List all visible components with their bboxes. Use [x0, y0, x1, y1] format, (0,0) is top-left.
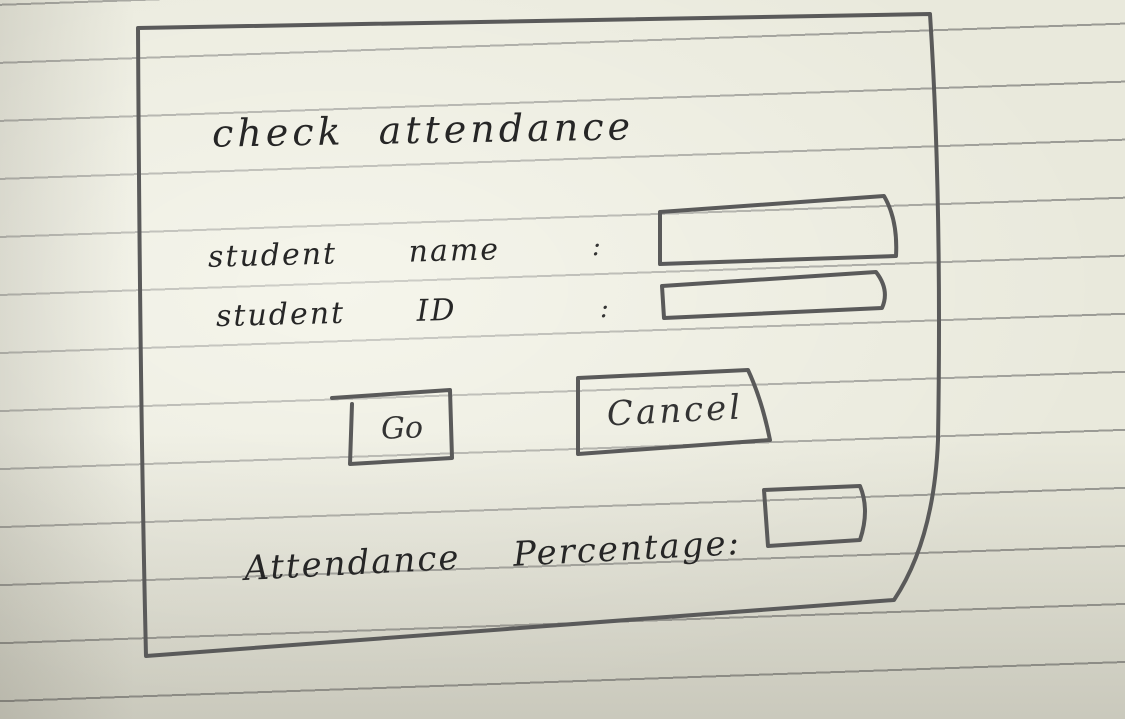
window-title: check attendance: [211, 104, 635, 156]
cancel-button[interactable]: Cancel: [578, 367, 772, 455]
student-id-label: student ID: [215, 292, 457, 335]
go-button-box: [330, 388, 454, 466]
attendance-percentage-output: [765, 487, 863, 541]
student-id-input[interactable]: [663, 274, 881, 318]
student-name-separator: :: [592, 232, 601, 262]
cancel-button-box: [576, 368, 772, 456]
student-name-input[interactable]: [661, 202, 893, 260]
student-name-box: [658, 194, 899, 266]
student-id-box: [660, 270, 887, 320]
go-button[interactable]: Go: [351, 394, 453, 461]
percentage-box: [762, 484, 867, 548]
window-frame: [136, 12, 941, 658]
student-id-separator: :: [600, 294, 609, 324]
